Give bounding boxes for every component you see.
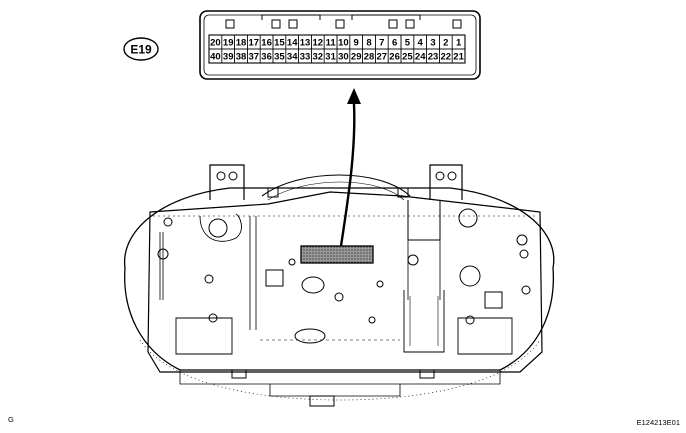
pin-number: 17 bbox=[249, 38, 260, 49]
pin-number: 23 bbox=[428, 52, 439, 63]
pin-number: 27 bbox=[377, 52, 388, 63]
pin-number: 38 bbox=[236, 52, 247, 63]
pin-number: 9 bbox=[354, 38, 359, 49]
pin-number: 15 bbox=[274, 38, 285, 49]
pin-number: 20 bbox=[210, 38, 221, 49]
pin-number: 1 bbox=[456, 38, 462, 49]
combination-meter-outline bbox=[123, 164, 555, 407]
pin-number: 11 bbox=[326, 38, 337, 49]
pin-number: 26 bbox=[389, 52, 400, 63]
pin-number: 14 bbox=[287, 38, 298, 49]
pin-number: 12 bbox=[313, 38, 324, 49]
pin-number: 10 bbox=[338, 38, 349, 49]
pin-number: 5 bbox=[405, 38, 411, 49]
pin-number: 40 bbox=[210, 52, 221, 63]
pin-number: 31 bbox=[325, 52, 336, 63]
pin-number: 8 bbox=[366, 38, 371, 49]
pin-number: 36 bbox=[261, 52, 272, 63]
connector-id-label: E19 bbox=[130, 43, 152, 57]
pin-number: 6 bbox=[392, 38, 397, 49]
pin-number: 21 bbox=[453, 52, 464, 63]
pin-number: 2 bbox=[443, 38, 448, 49]
pin-number: 33 bbox=[300, 52, 311, 63]
pin-number: 35 bbox=[274, 52, 285, 63]
pin-number: 28 bbox=[364, 52, 375, 63]
pin-number: 19 bbox=[223, 38, 234, 49]
pin-number: 13 bbox=[300, 38, 311, 49]
pin-number: 37 bbox=[249, 52, 260, 63]
pin-number: 32 bbox=[313, 52, 324, 63]
pin-cell bbox=[451, 48, 466, 64]
callout-arrow bbox=[339, 88, 361, 247]
corner-mark: G bbox=[8, 415, 14, 424]
connector-lock-tabs bbox=[225, 14, 462, 29]
pin-number: 3 bbox=[430, 38, 435, 49]
pin-number: 25 bbox=[402, 52, 413, 63]
connector-id-badge: E19 bbox=[123, 37, 159, 61]
pin-number: 24 bbox=[415, 52, 426, 63]
pin-number: 16 bbox=[261, 38, 272, 49]
figure-code: E124213E01 bbox=[637, 418, 680, 427]
pin-number: 34 bbox=[287, 52, 298, 63]
pin-number: 30 bbox=[338, 52, 349, 63]
pin-number: 22 bbox=[441, 52, 452, 63]
pin-number: 39 bbox=[223, 52, 234, 63]
pin-number: 7 bbox=[379, 38, 384, 49]
meter-connector-location bbox=[300, 245, 374, 264]
pin-number: 4 bbox=[418, 38, 424, 49]
pin-number: 29 bbox=[351, 52, 362, 63]
pin-number: 18 bbox=[236, 38, 247, 49]
